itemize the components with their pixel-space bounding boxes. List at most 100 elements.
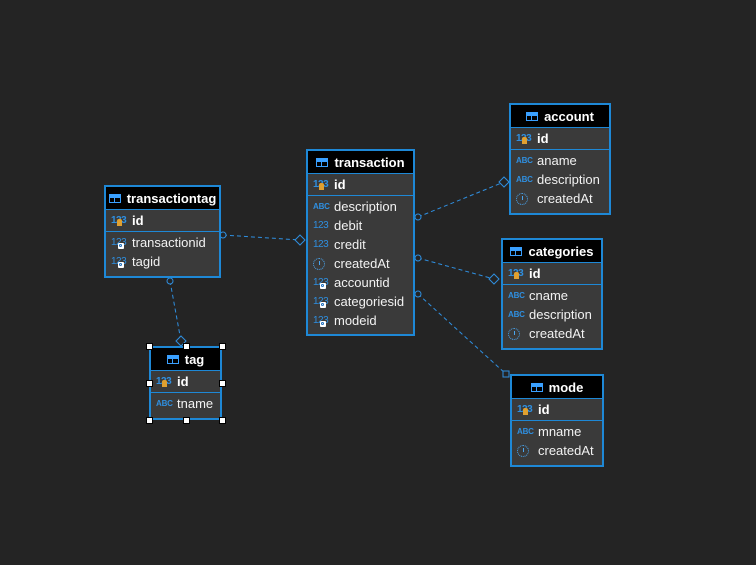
foreign-key-number-icon: 123: [111, 255, 128, 269]
attribute-name: createdAt: [538, 443, 594, 458]
attribute-name: id: [132, 213, 144, 228]
selection-handle[interactable]: [182, 343, 190, 350]
entity-header[interactable]: transaction: [308, 151, 413, 174]
attribute-row-tagid[interactable]: 123tagid: [106, 252, 219, 271]
foreign-key-number-icon: 123: [111, 236, 128, 250]
entity-categories[interactable]: categories123idABCcnameABCdescriptioncre…: [501, 238, 603, 350]
entity-header[interactable]: tag: [151, 348, 220, 371]
selection-handle[interactable]: [182, 417, 190, 424]
relationship-target-marker: [502, 370, 510, 378]
primary-key-section: 123id: [503, 263, 601, 285]
attribute-row-createdAt[interactable]: createdAt: [512, 441, 602, 460]
number-type-icon: 123: [313, 220, 329, 231]
attribute-name: createdAt: [334, 256, 390, 271]
attribute-name: accountid: [334, 275, 390, 290]
attribute-row-createdAt[interactable]: createdAt: [503, 324, 601, 343]
text-type-icon: ABC: [508, 310, 525, 319]
primary-key-number-icon: 123: [156, 375, 173, 389]
attribute-row-id[interactable]: 123id: [511, 129, 609, 148]
selection-handle[interactable]: [146, 343, 153, 350]
relationship-origin-marker: [414, 290, 422, 298]
datetime-type-icon: [516, 192, 533, 206]
datetime-type-icon: [508, 327, 525, 341]
attribute-row-modeid[interactable]: 123 modeid: [308, 311, 413, 330]
relationship-target-marker: [498, 176, 510, 188]
selection-handle[interactable]: [146, 380, 153, 387]
entity-header[interactable]: account: [511, 105, 609, 128]
attribute-name: id: [538, 402, 550, 417]
attribute-row-id[interactable]: 123 id: [308, 175, 413, 194]
entity-transaction[interactable]: transaction123idABCdescription123debit12…: [306, 149, 415, 336]
attribute-name: debit: [334, 218, 363, 233]
text-type-icon: ABC: [516, 175, 533, 184]
selection-handle[interactable]: [219, 380, 226, 387]
entity-header[interactable]: transactiontag: [106, 187, 219, 210]
attribute-row-id[interactable]: 123id: [151, 372, 220, 391]
selection-handle[interactable]: [219, 343, 226, 350]
attribute-row-accountid[interactable]: 123 accountid: [308, 273, 413, 292]
entity-tag[interactable]: tag 123idABCtname: [149, 346, 222, 420]
attribute-row-description[interactable]: ABC description: [511, 170, 609, 189]
attribute-name: mname: [538, 424, 582, 439]
entity-mode[interactable]: mode 123idABCmname createdAt: [510, 374, 604, 467]
attribute-row-description[interactable]: ABC description: [503, 305, 601, 324]
entity-title: mode: [548, 379, 584, 395]
attribute-row-createdAt[interactable]: createdAt: [308, 254, 413, 273]
foreign-key-number-icon: 123: [313, 276, 330, 290]
attribute-name: description: [537, 172, 600, 187]
attribute-row-createdAt[interactable]: createdAt: [511, 189, 609, 208]
selection-handle[interactable]: [219, 417, 226, 424]
relationship-transactiontag-tag[interactable]: [169, 280, 182, 342]
primary-key-number-icon: 123: [313, 178, 330, 192]
entity-transactiontag[interactable]: transactiontag 123 id 123transactionid123ta…: [104, 185, 221, 278]
foreign-key-number-icon: 123: [313, 314, 330, 328]
entity-title: transaction: [334, 154, 405, 170]
attribute-name: description: [529, 307, 592, 322]
primary-key-section: 123id: [151, 371, 220, 393]
relationship-transaction-mode[interactable]: [417, 293, 507, 375]
attribute-name: categoriesid: [334, 294, 405, 309]
attribute-row-id[interactable]: 123 id: [106, 211, 219, 230]
primary-key-number-icon: 123: [111, 214, 128, 228]
relationship-transaction-categories[interactable]: [417, 257, 495, 280]
attribute-name: createdAt: [537, 191, 593, 206]
entity-header[interactable]: mode: [512, 376, 602, 399]
datetime-type-icon: [517, 444, 534, 458]
relationship-target-marker: [488, 273, 500, 285]
entity-header[interactable]: categories: [503, 240, 601, 263]
primary-key-section: 123 id: [308, 174, 413, 196]
attribute-name: tname: [177, 396, 214, 411]
text-type-icon: ABC: [508, 291, 525, 300]
attribute-name: id: [529, 266, 541, 281]
primary-key-section: 123id: [511, 128, 609, 150]
attribute-row-categoriesid[interactable]: 123categoriesid: [308, 292, 413, 311]
entity-account[interactable]: account 123idABCanameABC description create…: [509, 103, 611, 215]
primary-key-number-icon: 123: [516, 132, 533, 146]
attribute-row-id[interactable]: 123id: [512, 400, 602, 419]
attribute-row-id[interactable]: 123id: [503, 264, 601, 283]
attribute-name: modeid: [334, 313, 377, 328]
relationship-transaction-account[interactable]: [417, 181, 505, 218]
entity-title: categories: [528, 243, 594, 259]
entity-title: tag: [184, 351, 205, 367]
attribute-row-debit[interactable]: 123 debit: [308, 216, 413, 235]
selection-handle[interactable]: [146, 417, 153, 424]
attribute-row-transactionid[interactable]: 123transactionid: [106, 233, 219, 252]
relationship-transactiontag-transaction[interactable]: [222, 234, 301, 241]
table-icon: [526, 111, 539, 121]
attribute-name: createdAt: [529, 326, 585, 341]
attributes-section: 123transactionid123tagid: [106, 232, 219, 272]
relationship-origin-marker: [414, 213, 422, 221]
attribute-name: id: [334, 177, 346, 192]
entity-title: account: [544, 108, 594, 124]
